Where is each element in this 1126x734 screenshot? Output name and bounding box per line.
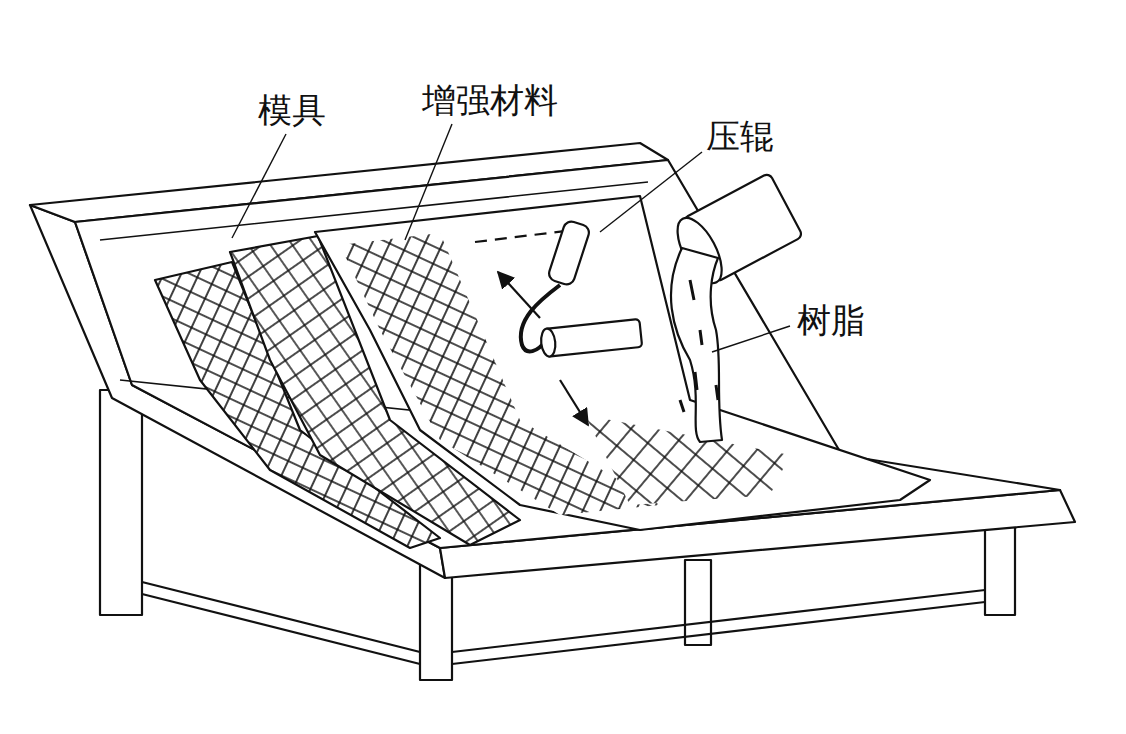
table-leg [100, 390, 142, 615]
part-label: 模具 [258, 92, 326, 129]
part-label: 压辊 [706, 118, 774, 155]
leader-line [712, 326, 790, 352]
table-leg [985, 525, 1015, 615]
motion-arrow [498, 272, 540, 318]
part-label: 增强材料 [422, 82, 558, 119]
fiber-mat [315, 196, 930, 530]
resin-drips [680, 280, 718, 412]
motion-arrow [560, 380, 588, 425]
mold-surface [75, 160, 1060, 548]
roller-handle [547, 220, 591, 287]
part-label: 树脂 [797, 302, 865, 339]
crossbar [142, 582, 420, 664]
wetted-weave [585, 415, 790, 505]
fiber-mat-weave [340, 233, 660, 515]
roller-end [540, 328, 557, 357]
leader-line [600, 152, 702, 232]
leader-line [232, 134, 286, 238]
leader-line [405, 124, 452, 240]
roller-cylinder [544, 319, 642, 357]
crossbar [452, 590, 985, 664]
table-leg [685, 560, 711, 645]
resin-stream [671, 248, 722, 442]
